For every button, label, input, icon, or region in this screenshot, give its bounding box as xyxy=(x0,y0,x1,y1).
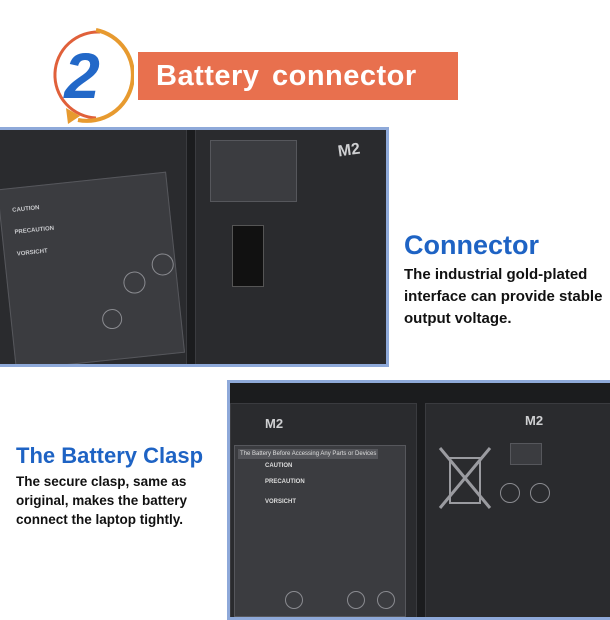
step-number: 2 xyxy=(63,40,100,112)
warning-banner: The Battery Before Accessing Any Parts o… xyxy=(238,449,379,459)
model-mark-right: M2 xyxy=(525,413,544,428)
cert-icon xyxy=(530,483,550,503)
ce-mark-icon xyxy=(347,591,365,609)
weee-bin-icon xyxy=(438,447,492,509)
connector-title: Connector xyxy=(404,230,539,260)
model-mark-left: M2 xyxy=(265,416,284,431)
certification-icon xyxy=(150,252,175,277)
precaution-text: PRECAUTION xyxy=(14,225,55,236)
battery-connector xyxy=(232,225,264,287)
battery-clasp-photo: M2 The Battery Before Accessing Any Part… xyxy=(227,380,610,620)
warning-triangle-icon xyxy=(510,443,542,465)
warning-label: The Battery Before Accessing Any Parts o… xyxy=(234,445,406,617)
precaution-text: PRECAUTION xyxy=(265,479,305,485)
vorsicht-text: VORSICHT xyxy=(265,499,297,505)
cert-icon xyxy=(377,591,395,609)
connector-description: The industrial gold-plated interface can… xyxy=(404,266,603,327)
clasp-description: The secure clasp, same as original, make… xyxy=(16,474,188,527)
recycle-icon xyxy=(101,308,124,331)
cert-icon xyxy=(285,591,303,609)
regulatory-label xyxy=(210,140,297,202)
section-banner: Battery connector xyxy=(138,52,458,100)
ce-mark-icon xyxy=(122,270,147,295)
caution-text: CAUTION xyxy=(11,205,40,214)
battery-connector-photo: CAUTION PRECAUTION VORSICHT M2 xyxy=(0,127,389,367)
recycle-icon xyxy=(500,483,520,503)
clasp-title: The Battery Clasp xyxy=(16,443,204,468)
step-number-badge: 2 xyxy=(53,28,134,124)
model-mark: M2 xyxy=(336,140,362,161)
vorsicht-text: VORSICHT xyxy=(16,248,49,258)
warning-label: CAUTION PRECAUTION VORSICHT xyxy=(0,171,186,364)
battery-cell xyxy=(425,403,610,617)
caution-text: CAUTION xyxy=(265,463,293,469)
